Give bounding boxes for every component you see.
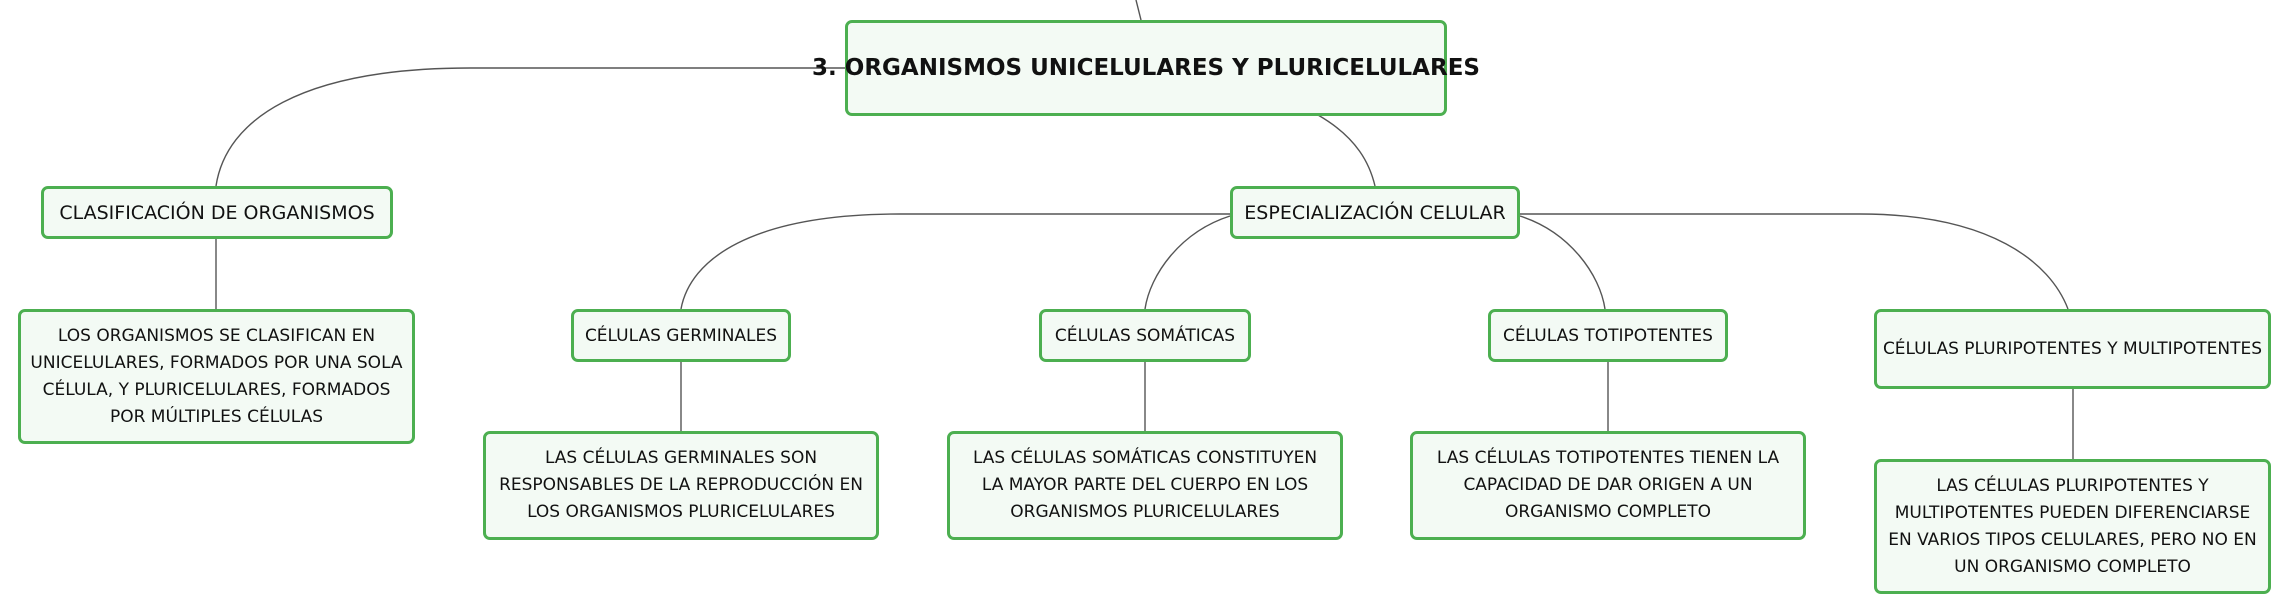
specialization-label: ESPECIALIZACIÓN CELULAR — [1244, 201, 1506, 224]
classification-description-node[interactable]: LOS ORGANISMOS SE CLASIFICAN EN UNICELUL… — [18, 309, 415, 444]
germinales-description-text: LAS CÉLULAS GERMINALES SON RESPONSABLES … — [499, 448, 863, 522]
pluripotentes-description-node[interactable]: LAS CÉLULAS PLURIPOTENTES Y MULTIPOTENTE… — [1874, 459, 2271, 594]
germinales-node[interactable]: CÉLULAS GERMINALES — [571, 309, 791, 362]
germinales-label: CÉLULAS GERMINALES — [584, 325, 778, 346]
somaticas-description-node[interactable]: LAS CÉLULAS SOMÁTICAS CONSTITUYEN LA MAY… — [947, 431, 1343, 540]
pluripotentes-description-text: LAS CÉLULAS PLURIPOTENTES Y MULTIPOTENTE… — [1888, 475, 2257, 577]
somaticas-node[interactable]: CÉLULAS SOMÁTICAS — [1039, 309, 1251, 362]
germinales-description-node[interactable]: LAS CÉLULAS GERMINALES SON RESPONSABLES … — [483, 431, 879, 540]
specialization-node[interactable]: ESPECIALIZACIÓN CELULAR — [1230, 186, 1520, 239]
classification-node[interactable]: CLASIFICACIÓN DE ORGANISMOS — [41, 186, 393, 239]
pluripotentes-label: CÉLULAS PLURIPOTENTES Y MULTIPOTENTES — [1882, 339, 2263, 359]
classification-label: CLASIFICACIÓN DE ORGANISMOS — [59, 201, 375, 224]
connector-root-to-classification — [215, 67, 845, 187]
connector-specialization-to-germinales — [680, 213, 1230, 310]
somaticas-description-text: LAS CÉLULAS SOMÁTICAS CONSTITUYEN LA MAY… — [972, 448, 1318, 522]
connector-specialization-to-totipotentes — [1519, 215, 1606, 310]
connector-root-to-specialization — [1317, 114, 1376, 187]
root-topic-node[interactable]: 3. ORGANISMOS UNICELULARES Y PLURICELULA… — [812, 20, 1480, 116]
totipotentes-node[interactable]: CÉLULAS TOTIPOTENTES — [1488, 309, 1728, 362]
totipotentes-description-node[interactable]: LAS CÉLULAS TOTIPOTENTES TIENEN LA CAPAC… — [1410, 431, 1806, 540]
connector-parent-to-root — [1135, 0, 1142, 21]
root-topic-label: 3. ORGANISMOS UNICELULARES Y PLURICELULA… — [812, 55, 1480, 81]
connector-specialization-to-pluripotentes — [1520, 213, 2069, 310]
totipotentes-description-text: LAS CÉLULAS TOTIPOTENTES TIENEN LA CAPAC… — [1436, 448, 1780, 522]
pluripotentes-node[interactable]: CÉLULAS PLURIPOTENTES Y MULTIPOTENTES — [1874, 309, 2271, 389]
totipotentes-label: CÉLULAS TOTIPOTENTES — [1503, 325, 1713, 346]
connector-specialization-to-somaticas — [1144, 215, 1231, 310]
classification-description-text: LOS ORGANISMOS SE CLASIFICAN EN UNICELUL… — [30, 325, 403, 427]
somaticas-label: CÉLULAS SOMÁTICAS — [1054, 325, 1236, 346]
